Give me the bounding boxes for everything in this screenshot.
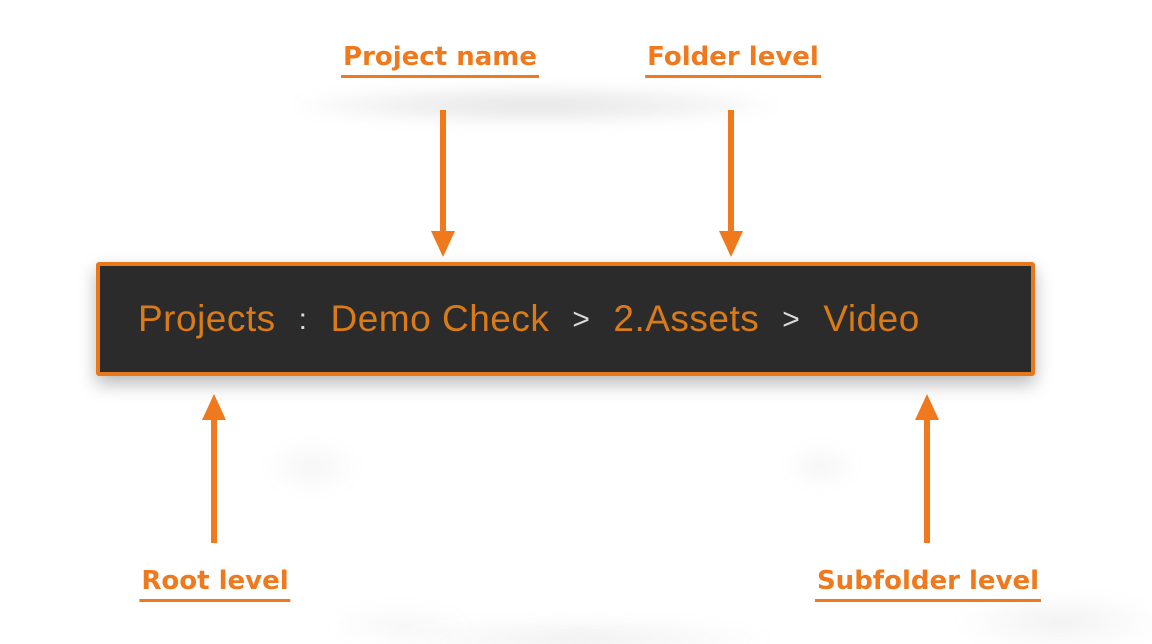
breadcrumb-item-root[interactable]: Projects: [138, 298, 276, 339]
breadcrumb-item-subfolder[interactable]: Video: [823, 298, 920, 339]
background-smudge: [262, 438, 362, 496]
breadcrumb-colon-separator: :: [298, 303, 308, 336]
arrow-shaft: [440, 110, 446, 235]
breadcrumb-item-folder[interactable]: 2.Assets: [613, 298, 760, 339]
breadcrumb-item-project[interactable]: Demo Check: [330, 298, 550, 339]
arrow-head-icon: [915, 394, 939, 420]
background-smudge: [205, 80, 865, 136]
arrow-head-icon: [202, 394, 226, 420]
arrow-head-icon: [719, 231, 743, 257]
breadcrumb-chevron-separator: >: [572, 303, 591, 336]
down-arrow-project-name: [431, 110, 455, 257]
up-arrow-root-level: [202, 394, 226, 543]
breadcrumb-chevron-separator: >: [782, 303, 801, 336]
breadcrumb: Projects : Demo Check > 2.Assets > Video: [96, 262, 1035, 376]
arrow-shaft: [924, 416, 930, 543]
up-arrow-subfolder-level: [915, 394, 939, 543]
arrow-shaft: [211, 416, 217, 543]
callout-folder-level: Folder level: [645, 42, 821, 79]
callout-subfolder-level: Subfolder level: [814, 566, 1042, 603]
background-smudge: [782, 442, 860, 490]
down-arrow-folder-level: [719, 110, 743, 257]
callout-project-name: Project name: [341, 42, 539, 79]
arrow-shaft: [728, 110, 734, 235]
background-smudge: [325, 602, 475, 644]
callout-root-level: Root level: [139, 566, 291, 603]
background-smudge: [385, 616, 775, 644]
arrow-head-icon: [431, 231, 455, 257]
